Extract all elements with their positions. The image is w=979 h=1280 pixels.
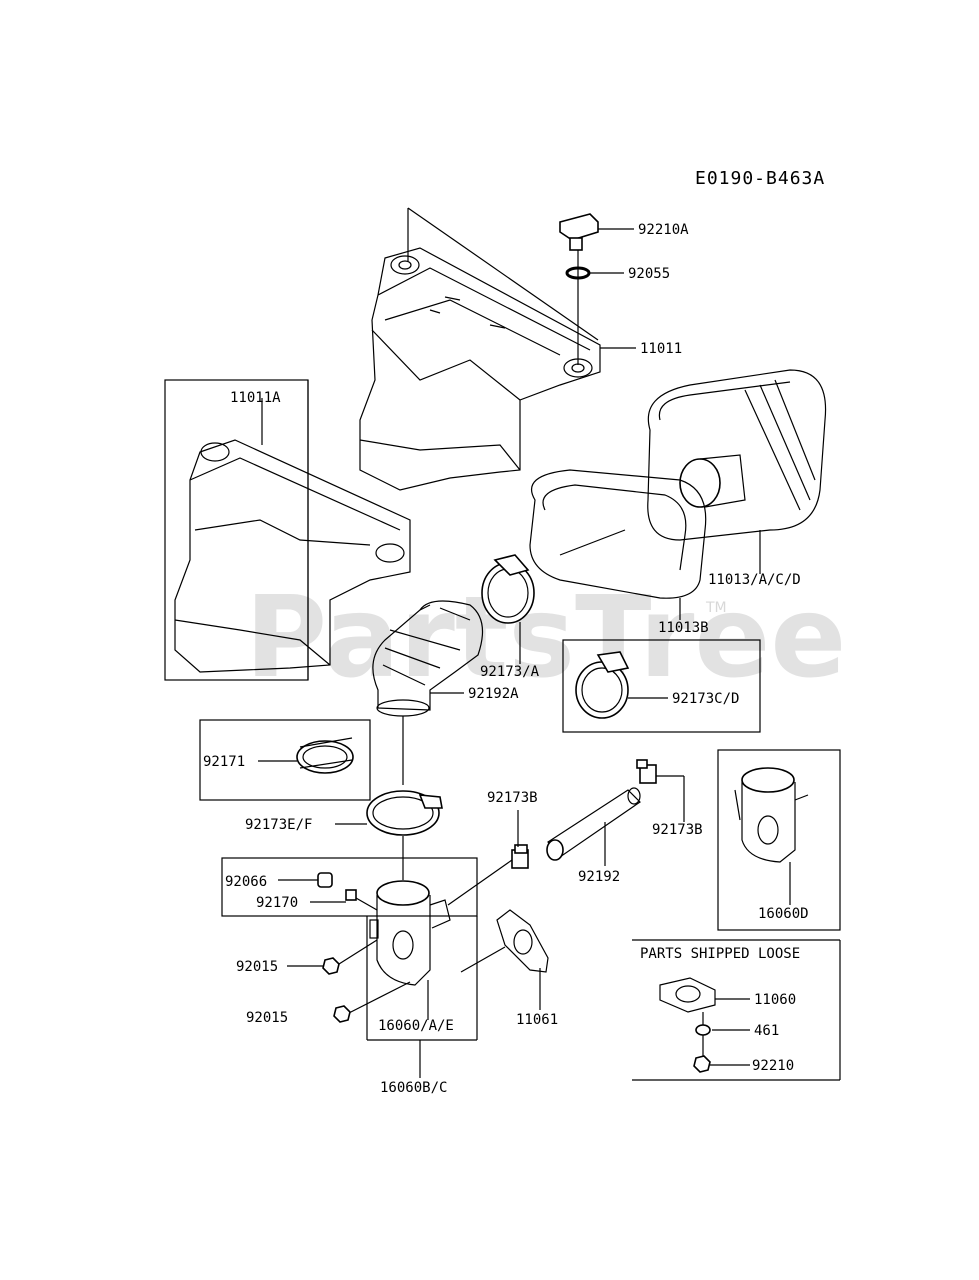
label-92210[interactable]: 92210: [752, 1058, 794, 1074]
washer-461[interactable]: [695, 1024, 711, 1036]
label-11060[interactable]: 11060: [754, 992, 796, 1008]
label-92173CD[interactable]: 92173C/D: [672, 691, 739, 707]
watermark-tm: TM: [705, 600, 727, 616]
hose-clamp-92173A[interactable]: [481, 554, 535, 624]
air-cleaner-cover-11011A[interactable]: [174, 439, 411, 673]
air-cleaner-cover[interactable]: [359, 207, 601, 491]
label-11011A[interactable]: 11011A: [230, 390, 281, 406]
label-11011[interactable]: 11011: [640, 341, 682, 357]
loose-box-title: PARTS SHIPPED LOOSE: [640, 946, 800, 962]
label-11061[interactable]: 11061: [516, 1012, 558, 1028]
box-92173CD: [562, 639, 761, 733]
label-92055[interactable]: 92055: [628, 266, 670, 282]
gasket-11060[interactable]: [659, 977, 716, 1013]
label-92173B-2[interactable]: 92173B: [652, 822, 703, 838]
label-16060D[interactable]: 16060D: [758, 906, 809, 922]
hose-92192[interactable]: [546, 787, 641, 861]
hose-clamp-92173EF[interactable]: [366, 790, 443, 836]
small-clamp-92173B-lower[interactable]: [511, 844, 529, 869]
box-92171: [199, 719, 371, 801]
nut-92210[interactable]: [693, 1055, 711, 1073]
label-92015-2[interactable]: 92015: [246, 1010, 288, 1026]
label-92173EF[interactable]: 92173E/F: [245, 817, 312, 833]
label-92210A[interactable]: 92210A: [638, 222, 689, 238]
wing-nut-92210A[interactable]: [559, 213, 599, 251]
diagram-code: E0190-B463A: [695, 168, 825, 189]
box-16060D: [717, 749, 841, 931]
label-461[interactable]: 461: [754, 1023, 779, 1039]
hose-clamp-92173CD[interactable]: [575, 651, 630, 719]
label-92015-1[interactable]: 92015: [236, 959, 278, 975]
label-11013B[interactable]: 11013B: [658, 620, 709, 636]
label-92170[interactable]: 92170: [256, 895, 298, 911]
label-92173B-1[interactable]: 92173B: [487, 790, 538, 806]
intake-pipe-16060D[interactable]: [734, 767, 809, 863]
label-92192[interactable]: 92192: [578, 869, 620, 885]
box-92066-92170: [221, 857, 478, 917]
label-16060AE[interactable]: 16060/A/E: [378, 1018, 454, 1034]
small-clamp-92173B-upper[interactable]: [636, 759, 657, 784]
label-92192A[interactable]: 92192A: [468, 686, 519, 702]
nut-92015-upper[interactable]: [322, 957, 340, 975]
clamp-92171[interactable]: [296, 737, 354, 774]
watermark: PartsTree: [245, 573, 846, 703]
label-11013[interactable]: 11013/A/C/D: [708, 572, 801, 588]
pre-filter-11013B[interactable]: [529, 469, 707, 599]
label-92171[interactable]: 92171: [203, 754, 245, 770]
nut-92015-lower[interactable]: [333, 1005, 351, 1023]
gasket-11061[interactable]: [496, 909, 549, 973]
fitting-92066[interactable]: [317, 872, 333, 888]
bolt-92170[interactable]: [345, 889, 357, 901]
label-16060BC[interactable]: 16060B/C: [380, 1080, 447, 1096]
label-92066[interactable]: 92066: [225, 874, 267, 890]
label-92173A[interactable]: 92173/A: [480, 664, 540, 680]
intake-pipe-16060[interactable]: [369, 880, 451, 986]
air-filter-element[interactable]: [647, 369, 827, 541]
